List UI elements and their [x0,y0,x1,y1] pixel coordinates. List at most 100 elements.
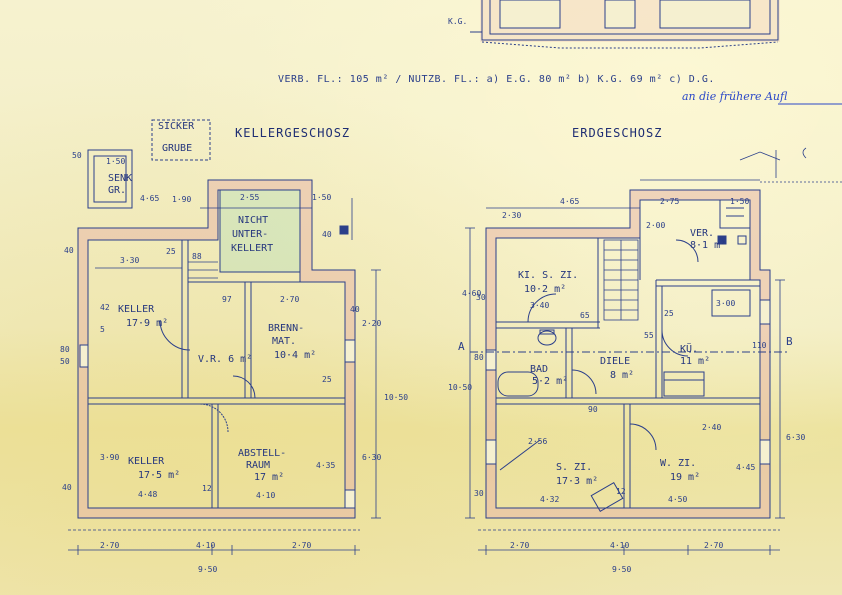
entrance-detail [739,147,842,183]
dim-eg-410: 4·10 [610,541,629,550]
keller-outer-wall-poche [78,180,355,518]
room-brennmaterial-area: 10·4 m² [274,350,316,361]
section-marker-b: B [786,335,793,348]
room-vorraum-area: 8·1 m² [690,240,726,251]
dim-keller-40a: 40 [64,246,74,255]
dim-eg-55: 55 [644,331,654,340]
dim-eg-230: 2·30 [502,211,521,220]
dim-keller-465: 4·65 [140,194,159,203]
dim-keller-330: 3·30 [120,256,139,265]
dim-keller-270a: 2·70 [280,295,299,304]
dim-eg-30a: 30 [476,293,486,302]
dim-eg-150: 1·50 [730,197,749,206]
dim-eg-30b: 30 [474,489,484,498]
dim-eg-270a: 2·70 [510,541,529,550]
dim-keller-1050: 10·50 [384,393,408,402]
dim-keller-150: 1·50 [106,157,125,166]
area-summary-line: VERB. FL.: 105 m² / NUTZB. FL.: a) E.G. … [278,74,715,85]
dim-eg-25: 25 [664,309,674,318]
room-brennmaterial-line1: BRENN- [268,323,304,334]
dim-keller-390: 3·90 [100,453,119,462]
dim-keller-25b: 25 [322,375,332,384]
room-senkgrube-line2: GR. [108,185,126,196]
dim-keller-40b: 40 [322,230,332,239]
dim-eg-90: 90 [588,405,598,414]
dim-eg-445: 4·45 [736,463,755,472]
dim-keller-435: 4·35 [316,461,335,470]
label-kg-top: K.G. [448,17,467,26]
top-section-fragment [470,0,780,49]
dim-keller-5: 5 [100,325,105,334]
room-senkgrube-line1: SENK [108,173,132,184]
dim-keller-270c: 2·70 [292,541,311,550]
dim-keller-97: 97 [222,295,232,304]
dim-keller-80: 80 [60,345,70,354]
room-abstellraum-area: 17 m² [254,472,284,483]
dim-keller-255: 2·55 [240,193,259,202]
room-keller2-area: 17·5 m² [138,470,180,481]
room-brennmaterial-line2: MAT. [272,336,296,347]
section-marker-a: A [458,340,465,353]
dim-keller-150b: 1·50 [312,193,331,202]
room-abstellraum-line2: RAUM [246,460,270,471]
room-keller2-name: KELLER [128,456,165,467]
dim-keller-190: 1·90 [172,195,191,204]
room-bad-area: 5·2 m² [532,376,568,387]
room-sickergrube-line1: SICKER [158,121,195,132]
room-diele-name: DIELE [600,356,630,367]
erdgeschoss-plan [485,189,771,519]
dim-keller-88: 88 [192,252,202,261]
kellergeschoss-plan [77,119,356,519]
dim-keller-270b: 2·70 [100,541,119,550]
dim-eg-950: 9·50 [612,565,631,574]
dim-eg-12: 12 [616,487,626,496]
dim-keller-410b: 4·10 [196,541,215,550]
room-nicht-unterkellert-line1: NICHT [238,215,268,226]
dim-eg-80: 80 [474,353,484,362]
room-kueche-name: KÜ. [680,342,698,355]
dim-keller-40d: 40 [62,483,72,492]
erdgeschoss-outer-wall-poche [486,190,770,518]
dim-eg-630: 6·30 [786,433,805,442]
room-kinderschlafzimmer-name: KI. S. ZI. [518,270,578,281]
room-nicht-unterkellert-line2: UNTER- [232,229,268,240]
room-keller1-area: 17·9 m² [126,318,168,329]
dim-eg-65: 65 [580,311,590,320]
dim-keller-42: 42 [100,303,110,312]
dim-keller-630: 6·30 [362,453,381,462]
dim-eg-200: 2·00 [646,221,665,230]
room-kinderschlafzimmer-area: 10·2 m² [524,284,566,295]
dim-keller-50b: 50 [60,357,70,366]
dim-keller-410a: 4·10 [256,491,275,500]
dim-eg-275: 2·75 [660,197,679,206]
kellergeschoss-title: KELLERGESCHOSZ [235,126,350,140]
dim-eg-256: 2·56 [528,437,547,446]
handwritten-note: an die frühere Aufl [682,90,788,103]
dim-eg-240: 2·40 [702,423,721,432]
erdgeschoss-dimension-lines [465,179,785,555]
dim-eg-450: 4·50 [668,495,687,504]
dim-eg-465: 4·65 [560,197,579,206]
room-schlafzimmer-area: 17·3 m² [556,476,598,487]
room-diele-area: 8 m² [610,370,634,381]
dim-keller-12: 12 [202,484,212,493]
room-keller1-name: KELLER [118,304,155,315]
dim-eg-460: 4·60 [462,289,481,298]
erdgeschoss-title: ERDGESCHOSZ [572,126,662,140]
room-bad-name: BAD [530,364,548,375]
room-abstellraum-line1: ABSTELL- [238,448,286,459]
dim-eg-1050: 10·50 [448,383,472,392]
room-sickergrube-line2: GRUBE [162,143,192,154]
room-schlafzimmer-name: S. ZI. [556,462,592,473]
dim-keller-220: 2·20 [362,319,381,328]
dim-eg-432: 4·32 [540,495,559,504]
dim-keller-50: 50 [72,151,82,160]
dim-eg-270b: 2·70 [704,541,723,550]
keller-dimension-lines [68,198,381,555]
dim-keller-40c: 40 [350,305,360,314]
room-wohnzimmer-area: 19 m² [670,472,700,483]
dim-eg-300: 3·00 [716,299,735,308]
room-vorraum: V.R. 6 m² [198,354,252,365]
